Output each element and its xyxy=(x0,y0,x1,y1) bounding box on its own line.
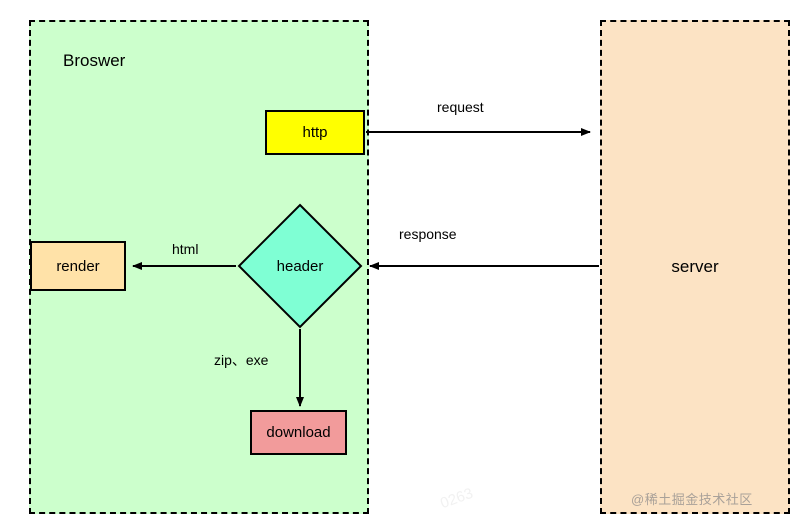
server-label: server xyxy=(671,257,719,276)
server-container xyxy=(600,20,790,514)
node-render-label: render xyxy=(56,257,100,275)
edge-label-zipexe: zip、exe xyxy=(214,352,269,368)
diamond-shape xyxy=(237,203,363,329)
node-http[interactable]: http xyxy=(265,110,365,155)
edge-label-request: request xyxy=(437,99,484,115)
site-watermark: @稀土掘金技术社区 xyxy=(631,492,753,507)
node-http-label: http xyxy=(302,124,328,141)
node-header[interactable]: header xyxy=(237,203,363,329)
edge-label-response: response xyxy=(399,226,457,242)
node-render[interactable]: render xyxy=(30,241,126,291)
node-header-label: header xyxy=(276,257,324,275)
edge-label-html: html xyxy=(172,241,199,257)
node-download-label: download xyxy=(266,424,331,441)
node-download[interactable]: download xyxy=(250,410,347,455)
browser-label: Broswer xyxy=(63,51,126,70)
